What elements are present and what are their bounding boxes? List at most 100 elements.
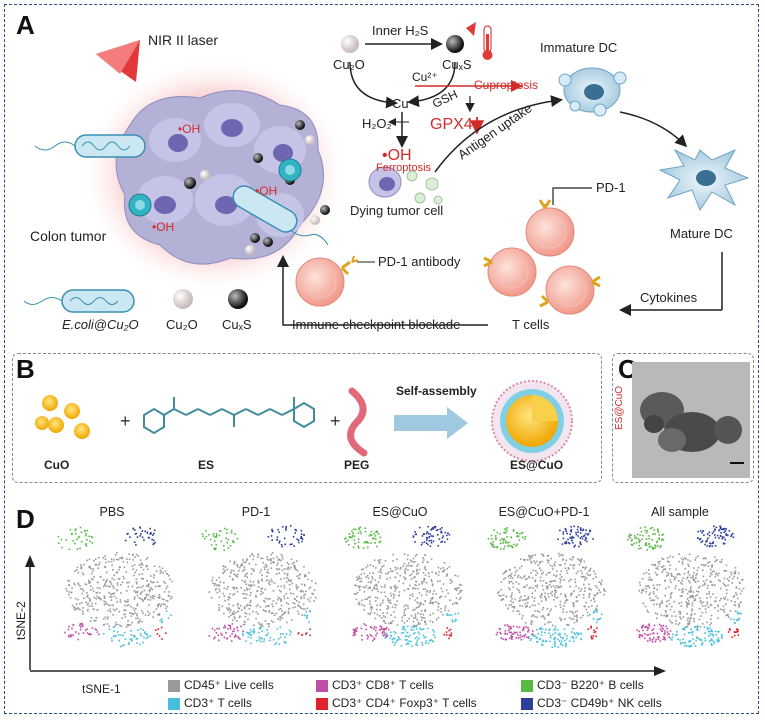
tsne-point: [409, 634, 411, 637]
tsne-point: [215, 533, 218, 535]
tsne-point: [216, 627, 218, 630]
tsne-point: [81, 610, 84, 612]
tsne-point: [82, 632, 85, 634]
tsne-point: [648, 537, 650, 540]
tsne-point: [270, 567, 273, 569]
tsne-point: [141, 599, 144, 601]
tsne-point: [403, 628, 405, 630]
tsne-point: [429, 600, 432, 602]
tsne-point: [566, 572, 569, 575]
tsne-point: [642, 588, 644, 591]
tsne-point: [588, 587, 591, 590]
tsne-point: [305, 610, 307, 613]
tsne-point: [699, 597, 701, 599]
tsne-point: [248, 588, 251, 590]
tsne-point: [257, 586, 260, 588]
tsne-point: [573, 605, 575, 608]
tsne-point: [160, 626, 163, 629]
tsne-point: [376, 585, 378, 587]
tsne-point: [145, 633, 148, 635]
tsne-point: [432, 540, 435, 542]
tsne-point: [376, 597, 379, 599]
tsne-point: [136, 591, 139, 594]
tsne-point: [507, 629, 510, 631]
tsne-point: [304, 593, 306, 596]
tsne-point: [565, 644, 567, 646]
tsne-point: [89, 633, 91, 635]
tsne-point: [437, 606, 440, 608]
tsne-point: [359, 526, 362, 529]
tsne-point: [103, 584, 106, 586]
tsne-point: [675, 568, 677, 571]
tsne-point: [237, 610, 239, 613]
tsne-point: [367, 581, 370, 583]
tsne-point: [526, 605, 528, 608]
tsne-point: [91, 627, 94, 629]
tsne-point: [686, 603, 688, 605]
tsne-point: [424, 621, 426, 623]
tsne-point: [570, 526, 572, 528]
tsne-point: [223, 595, 226, 597]
tsne-point: [402, 565, 404, 567]
tsne-point: [505, 532, 507, 534]
tsne-point: [546, 587, 548, 590]
tsne-point: [159, 569, 162, 572]
tsne-point: [548, 613, 550, 616]
tsne-point: [555, 585, 558, 587]
tsne-point: [651, 527, 653, 529]
tsne-point: [109, 608, 111, 611]
tsne-point: [566, 532, 568, 535]
tsne-point: [553, 563, 555, 565]
tsne-point: [715, 559, 718, 562]
tsne-point: [518, 610, 520, 613]
tsne-point: [370, 530, 373, 533]
tsne-point: [420, 603, 422, 606]
tsne-point: [456, 575, 459, 577]
tsne-point: [714, 528, 716, 530]
tsne-point: [285, 581, 288, 583]
tsne-point: [432, 640, 435, 643]
tsne-point: [693, 599, 696, 602]
tsne-point: [405, 577, 407, 580]
tsne-point: [214, 583, 216, 585]
tsne-point: [442, 566, 444, 569]
tsne-point: [423, 567, 426, 570]
tsne-point: [285, 592, 287, 595]
tsne-point: [142, 600, 144, 602]
tsne-point: [545, 598, 547, 600]
tsne-point: [682, 641, 684, 644]
tsne-point: [447, 532, 449, 534]
tsne-point: [74, 528, 77, 530]
tsne-point: [560, 619, 562, 622]
tsne-point: [711, 565, 713, 567]
tsne-point: [675, 623, 677, 625]
tsne-point: [515, 545, 517, 547]
tsne-point: [118, 568, 120, 571]
tsne-point: [149, 599, 152, 601]
tsne-point: [277, 596, 280, 599]
legend-label-live: CD45⁺ Live cells: [184, 678, 274, 692]
tsne-point: [630, 543, 633, 546]
tsne-point: [366, 598, 368, 600]
tsne-point: [358, 547, 360, 549]
tsne-point: [666, 600, 668, 603]
tsne-point: [693, 642, 695, 645]
tsne-point: [289, 580, 292, 582]
tsne-point: [243, 607, 246, 610]
tsne-point: [510, 594, 513, 597]
tsne-point: [664, 594, 666, 597]
tsne-point: [273, 614, 276, 616]
tsne-point: [653, 564, 655, 566]
tsne-point: [686, 598, 689, 600]
tsne-point: [377, 581, 380, 583]
tsne-point: [688, 645, 690, 648]
tsne-point: [223, 626, 225, 629]
tsne-point: [293, 561, 295, 564]
tsne-point: [578, 563, 581, 566]
tsne-point: [100, 598, 102, 601]
tsne-point: [638, 635, 641, 638]
tsne-point: [586, 572, 588, 575]
tsne-point: [440, 607, 442, 610]
tsne-point: [118, 639, 120, 642]
tsne-point: [360, 627, 363, 630]
